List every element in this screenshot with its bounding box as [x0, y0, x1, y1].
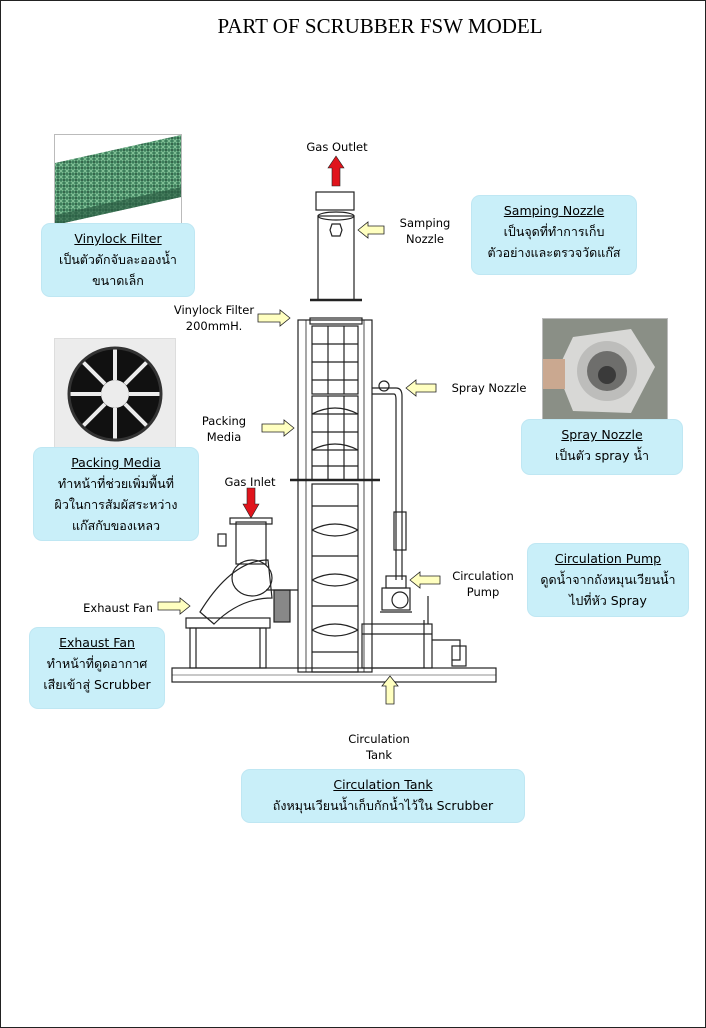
circulation-tank-callout-title: Circulation Tank — [333, 777, 433, 792]
circulation-pump-label-line1: Circulation — [452, 569, 514, 583]
packing-media-photo — [54, 338, 176, 450]
spray-nozzle-photo — [542, 318, 668, 422]
circulation-tank-label: Circulation Tank — [344, 731, 414, 763]
samping-nozzle-callout-title: Samping Nozzle — [503, 203, 605, 218]
exhaust-fan-label: Exhaust Fan — [83, 601, 153, 615]
page-title: PART OF SCRUBBER FSW MODEL — [217, 14, 543, 38]
circulation-tank-callout-line1: ถังหมุนเวียนน้ำเก็บกักน้ำไว้ใน Scrubber — [272, 798, 494, 813]
circulation-pump-callout: Circulation Pump ดูดน้ำจากถังหมุนเวียนน้… — [528, 544, 688, 616]
spray-nozzle-callout: Spray Nozzle เป็นตัว spray น้ำ — [522, 420, 682, 474]
packing-arrow-icon — [261, 419, 295, 437]
gas-inlet-label: Gas Inlet — [224, 475, 276, 489]
vinylock-arrow-icon — [257, 309, 291, 327]
samping-nozzle-callout-line2: ตัวอย่างและตรวจวัดแก๊ส — [487, 245, 621, 260]
pump-arrow-icon — [409, 571, 441, 589]
exhaust-fan-callout-title: Exhaust Fan — [59, 635, 135, 650]
circulation-tank-callout: Circulation Tank ถังหมุนเวียนน้ำเก็บกักน… — [242, 770, 524, 822]
gas-outlet-arrow-icon — [327, 155, 345, 187]
vinylock-filter-callout: Vinylock Filter เป็นตัวดักจับละอองน้ำ ขน… — [42, 224, 194, 296]
packing-media-label-line1: Packing — [201, 414, 247, 428]
vinylock-filter-label-line2: 200mmH. — [185, 319, 243, 333]
gas-outlet-label: Gas Outlet — [306, 140, 368, 154]
spray-arrow-icon — [405, 379, 437, 397]
samping-nozzle-callout-line1: เป็นจุดที่ทำการเก็บ — [503, 224, 605, 239]
exhaust-fan-callout: Exhaust Fan ทำหน้าที่ดูดอากาศ เสียเข้าสู… — [30, 628, 164, 708]
samping-nozzle-callout: Samping Nozzle เป็นจุดที่ทำการเก็บ ตัวอย… — [472, 196, 636, 274]
packing-media-callout-line1: ทำหน้าที่ช่วยเพิ่มพื้นที่ — [58, 476, 174, 491]
packing-media-callout-line3: แก๊สกับของเหลว — [71, 518, 161, 533]
vinylock-filter-callout-title: Vinylock Filter — [74, 231, 162, 246]
spray-nozzle-callout-title: Spray Nozzle — [561, 427, 643, 442]
circulation-tank-label-line1: Circulation — [348, 732, 410, 746]
circulation-tank-label-line2: Tank — [365, 748, 393, 762]
circulation-pump-callout-line2: ไปที่หัว Spray — [569, 593, 647, 608]
spray-nozzle-callout-line1: เป็นตัว spray น้ำ — [554, 448, 650, 463]
exhaust-fan-callout-line2: เสียเข้าสู่ Scrubber — [43, 677, 151, 692]
samping-arrow-icon — [357, 221, 385, 239]
packing-media-label: Packing Media — [196, 413, 252, 445]
gas-inlet-arrow-icon — [242, 487, 260, 519]
packing-media-callout-title: Packing Media — [71, 455, 161, 470]
vinylock-filter-label: Vinylock Filter 200mmH. — [166, 302, 262, 334]
exhaust-fan-callout-line1: ทำหน้าที่ดูดอากาศ — [46, 656, 148, 671]
vinylock-filter-callout-line1: เป็นตัวดักจับละอองน้ำ — [59, 252, 177, 267]
samping-nozzle-label-line2: Nozzle — [406, 232, 444, 246]
samping-nozzle-label: Samping Nozzle — [392, 215, 458, 247]
packing-media-callout: Packing Media ทำหน้าที่ช่วยเพิ่มพื้นที่ … — [34, 448, 198, 540]
circulation-pump-label: Circulation Pump — [448, 568, 518, 600]
circulation-pump-callout-title: Circulation Pump — [554, 551, 662, 566]
circulation-pump-label-line2: Pump — [466, 585, 500, 599]
samping-nozzle-label-line1: Samping — [399, 216, 451, 230]
spray-nozzle-label: Spray Nozzle — [451, 381, 527, 395]
tank-arrow-icon — [381, 675, 399, 705]
fan-arrow-icon — [157, 597, 191, 615]
vinylock-filter-label-line1: Vinylock Filter — [173, 303, 255, 317]
packing-media-label-line2: Media — [206, 430, 242, 444]
packing-media-callout-line2: ผิวในการสัมผัสระหว่าง — [54, 497, 178, 512]
vinylock-filter-callout-line2: ขนาดเล็ก — [92, 273, 144, 288]
circulation-pump-callout-line1: ดูดน้ำจากถังหมุนเวียนน้ำ — [540, 572, 676, 587]
